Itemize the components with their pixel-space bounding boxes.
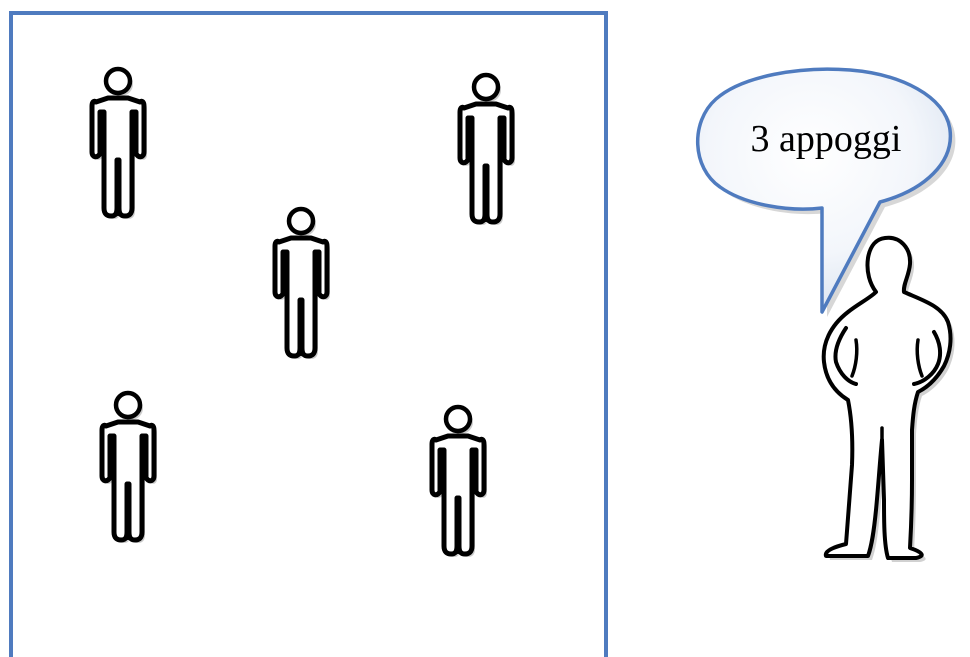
player-figure-3 (275, 209, 330, 359)
player-figure-2 (460, 75, 515, 225)
person-head (106, 69, 130, 93)
person-head (116, 393, 140, 417)
person-head (289, 209, 313, 233)
person-head (446, 407, 470, 431)
person-icon (275, 209, 330, 359)
person-icon (432, 407, 487, 557)
player-figure-4 (102, 393, 157, 543)
player-figure-1 (92, 69, 147, 219)
standing-man-hands-on-hips-icon (824, 238, 955, 562)
observer-figure (824, 238, 955, 562)
speech-bubble: 3 appoggi (698, 69, 956, 317)
speech-bubble-text: 3 appoggi (751, 118, 902, 160)
person-head (474, 75, 498, 99)
person-icon (460, 75, 515, 225)
person-icon (92, 69, 147, 219)
player-figure-5 (432, 407, 487, 557)
person-icon (102, 393, 157, 543)
